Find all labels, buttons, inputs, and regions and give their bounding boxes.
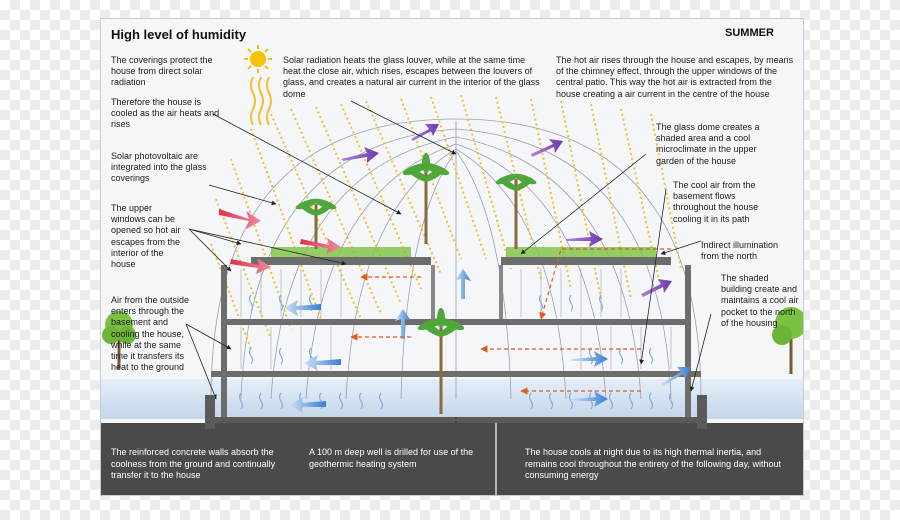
- ground-section: [101, 423, 803, 495]
- bottom-text-night: The house cools at night due to its high…: [525, 447, 781, 480]
- house-illustration: [101, 45, 803, 495]
- annotation-photovoltaic: Solar photovoltaic are integrated into t…: [111, 151, 207, 184]
- annotation-shaded: The shaded building create and maintains…: [721, 273, 799, 328]
- air-circulation-path: [350, 248, 671, 395]
- cool-air-arrows: [284, 269, 691, 413]
- palm-tree-icon: [417, 308, 465, 414]
- bottom-text-walls: The reinforced concrete walls absorb the…: [111, 447, 276, 480]
- palm-tree-icon: [295, 198, 337, 249]
- annotation-upper-windows: The upper windows can be opened so hot a…: [111, 203, 181, 270]
- palm-tree-icon: [495, 173, 537, 249]
- palm-tree-icon: [402, 153, 450, 244]
- annotation-air-outside: Air from the outside enters through the …: [111, 295, 190, 373]
- sun-wave-rays: [250, 76, 272, 126]
- annotation-coverings: The coverings protect the house from dir…: [111, 55, 213, 88]
- diagram-panel: High level of humidity SUMMER The coveri…: [100, 18, 804, 496]
- tree-icon: [102, 311, 136, 369]
- annotation-cool-air: The cool air from the basement flows thr…: [673, 180, 759, 224]
- hot-air-arrows: [219, 209, 341, 274]
- season-label: SUMMER: [725, 27, 774, 39]
- annotation-glass-dome: The glass dome creates a shaded area and…: [656, 122, 760, 166]
- page-title: High level of humidity: [111, 27, 247, 42]
- annotation-indirect: Indirect illumination from the north: [701, 240, 779, 262]
- tree-icon: [772, 307, 803, 374]
- annotation-hot-air: The hot air rises through the house and …: [556, 55, 794, 99]
- warm-air-arrows: [341, 124, 672, 297]
- sun-icon: [244, 45, 272, 73]
- annotation-solar-radiation: Solar radiation heats the glass louver, …: [283, 55, 540, 99]
- annotation-cooled: Therefore the house is cooled as the air…: [111, 97, 220, 130]
- cool-air-waves: [238, 294, 674, 410]
- bottom-text-well: A 100 m deep well is drilled for use of …: [309, 447, 474, 469]
